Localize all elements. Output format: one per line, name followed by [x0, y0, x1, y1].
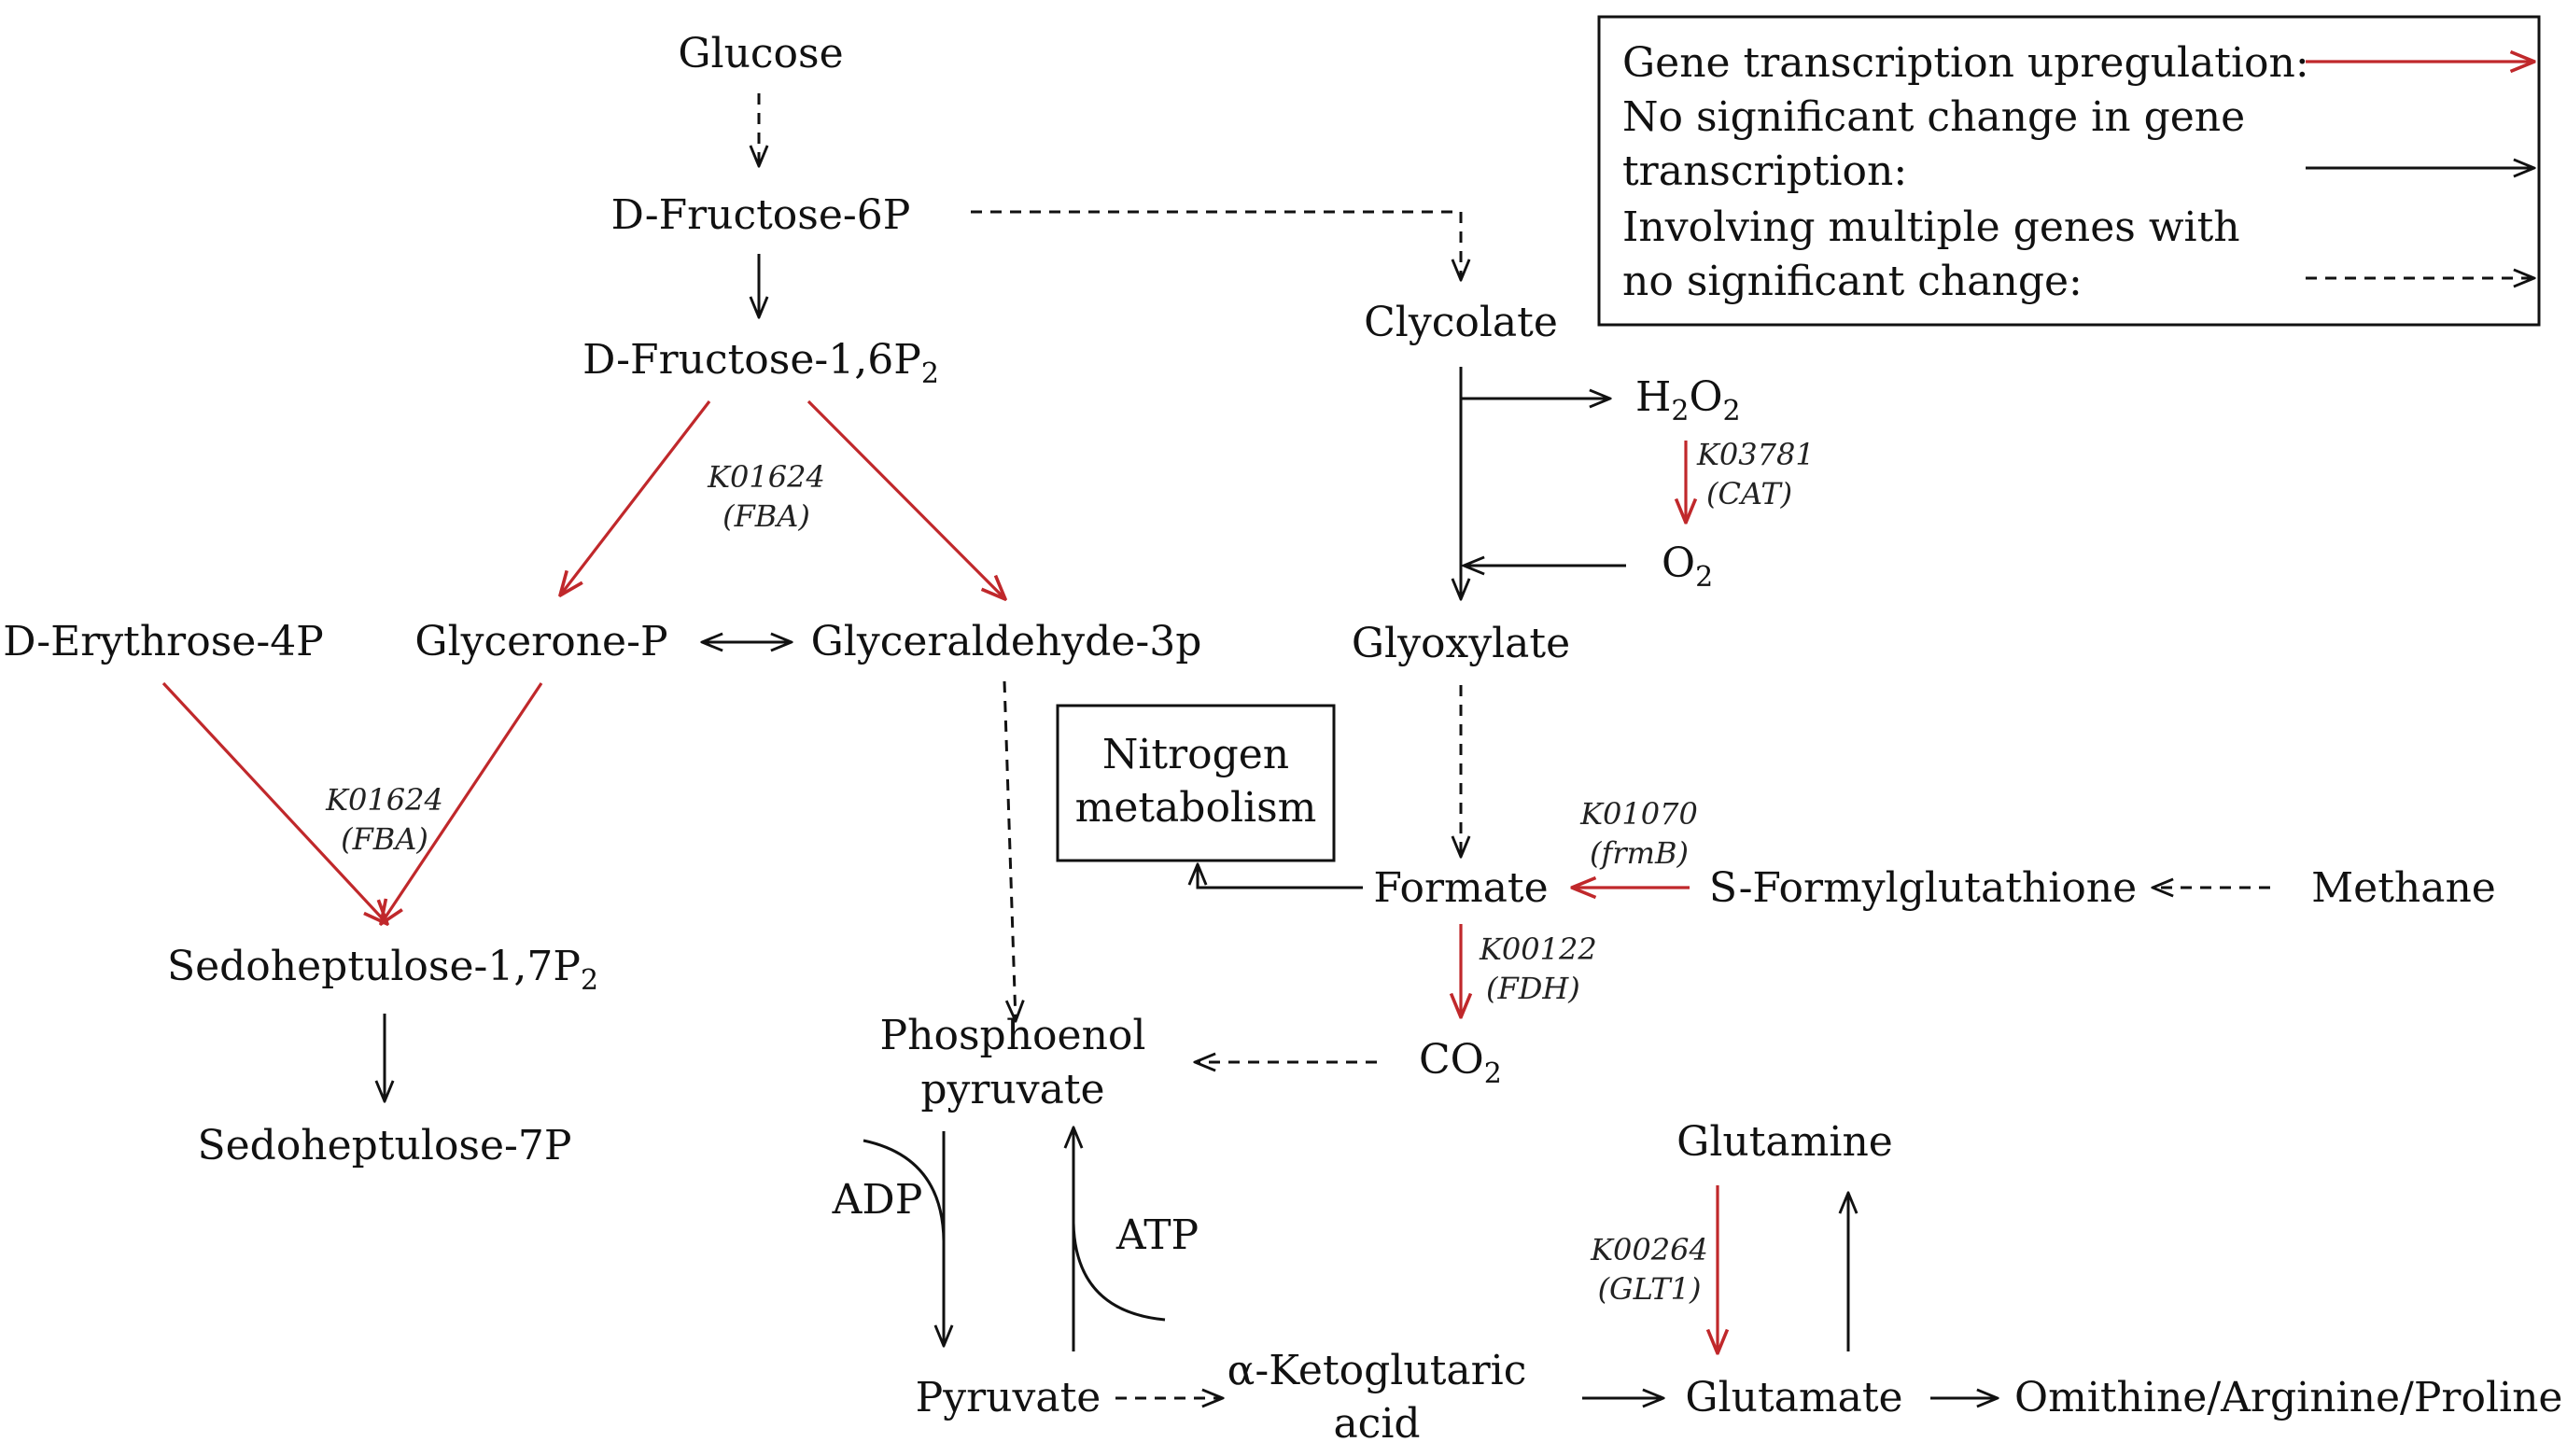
- node-s-formylglutathione: S-Formylglutathione: [1709, 864, 2137, 912]
- node-pep-line1: Phosphoenol: [880, 1012, 1146, 1059]
- node-glycerone-p: Glycerone-P: [414, 618, 667, 665]
- node-sedoheptulose-17p2: Sedoheptulose-1,7P2: [167, 943, 598, 997]
- node-glucose: Glucose: [678, 30, 843, 77]
- node-glutamate: Glutamate: [1685, 1374, 1902, 1421]
- node-glutamine: Glutamine: [1676, 1118, 1893, 1166]
- node-fructose-16p2-sub: 2: [921, 357, 939, 390]
- node-erythrose-4p: D-Erythrose-4P: [3, 618, 324, 665]
- node-h2o2-sub-a: 2: [1671, 395, 1689, 427]
- node-formate: Formate: [1373, 864, 1548, 912]
- enzyme-frmb-name: (frmB): [1590, 835, 1689, 871]
- enzyme-fdh-name: (FDH): [1486, 971, 1580, 1006]
- enzyme-fdh-code: K00122: [1479, 931, 1597, 967]
- node-glyceraldehyde-3p: Glyceraldehyde-3p: [811, 618, 1202, 665]
- node-adp: ADP: [832, 1176, 923, 1224]
- node-fructose-16p2-main: D-Fructose-1,6P: [582, 336, 921, 384]
- atp-cofactor-arc: [1072, 1222, 1166, 1322]
- node-glyoxylate: Glyoxylate: [1352, 620, 1570, 667]
- formate-branch: Nitrogen metabolism Formate K01070 (frmB…: [1056, 704, 2496, 1090]
- node-h2o2-h: H: [1635, 373, 1671, 421]
- node-pyruvate: Pyruvate: [916, 1374, 1101, 1421]
- node-co2: CO2: [1419, 1036, 1502, 1090]
- node-fructose-16p2: D-Fructose-1,6P2: [582, 336, 939, 390]
- enzyme-cat-name: (CAT): [1706, 476, 1792, 511]
- legend-no-change-label-line1: No significant change in gene: [1622, 93, 2245, 141]
- legend-multiple-label-line2: no significant change:: [1622, 258, 2083, 305]
- node-sedoheptulose-17p2-main: Sedoheptulose-1,7P: [167, 943, 581, 990]
- arrow-glyceraldehyde3p-to-pep: [1003, 680, 1016, 1021]
- enzyme-fba-top-name: (FBA): [722, 498, 810, 534]
- legend-box: [1597, 15, 2541, 327]
- glycolysis-branch: Glucose D-Fructose-6P D-Fructose-1,6P2 K…: [3, 30, 1201, 1169]
- node-h2o2: H2O2: [1635, 373, 1741, 427]
- arrow-erythrose4p-to-sedoheptulose17p2: [161, 681, 387, 924]
- enzyme-fba-top-code: K01624: [707, 459, 825, 495]
- legend-multiple-label-line1: Involving multiple genes with: [1622, 203, 2240, 251]
- enzyme-frmb-code: K01070: [1579, 796, 1698, 832]
- node-o2: O2: [1662, 539, 1713, 594]
- node-o2-sub: 2: [1695, 561, 1713, 594]
- enzyme-fba-bottom-name: (FBA): [341, 821, 428, 857]
- enzyme-glt1-name: (GLT1): [1598, 1271, 1702, 1307]
- arrow-formate-to-nitrogen-metabolism: [1198, 864, 1363, 889]
- node-akg-line2: acid: [1333, 1400, 1420, 1448]
- legend: Gene transcription upregulation: No sign…: [1597, 15, 2541, 327]
- glycolate-branch: Clycolate H2O2 K03781 (CAT) O2 Glyoxylat…: [971, 210, 1815, 857]
- nitrogen-metabolism-label-line2: metabolism: [1075, 784, 1317, 832]
- node-atp: ATP: [1115, 1211, 1199, 1259]
- node-fructose-6p: D-Fructose-6P: [611, 191, 911, 239]
- arrow-fructose16p2-to-glyceraldehyde3p: [807, 399, 1005, 599]
- node-o2-o: O: [1662, 539, 1695, 587]
- node-clycolate: Clycolate: [1364, 299, 1558, 346]
- pyruvate-branch: Phosphoenol pyruvate ADP ATP Pyruvate α-…: [832, 1012, 2563, 1448]
- arrow-fructose6p-to-clycolate: [971, 210, 1461, 280]
- nitrogen-metabolism-box[interactable]: [1056, 704, 1336, 862]
- enzyme-fba-bottom-code: K01624: [325, 782, 443, 818]
- node-h2o2-sub-b: 2: [1723, 395, 1741, 427]
- node-omithine-arginine-proline: Omithine/Arginine/Proline: [2014, 1374, 2562, 1421]
- node-co2-co: CO: [1419, 1036, 1484, 1084]
- nitrogen-metabolism-label-line1: Nitrogen: [1102, 731, 1289, 778]
- arrow-fructose16p2-to-glycerone-p: [560, 400, 711, 595]
- legend-upregulation-label: Gene transcription upregulation:: [1622, 39, 2309, 87]
- arrow-glycerone-p-to-sedoheptulose17p2: [381, 682, 543, 924]
- node-co2-sub: 2: [1484, 1057, 1502, 1090]
- enzyme-cat-code: K03781: [1696, 437, 1815, 472]
- adp-cofactor-arc: [863, 1139, 946, 1242]
- node-akg-line1: α-Ketoglutaric: [1227, 1347, 1527, 1394]
- enzyme-glt1-code: K00264: [1590, 1232, 1708, 1267]
- legend-no-change-label-line2: transcription:: [1622, 147, 1907, 195]
- node-sedoheptulose-7p: Sedoheptulose-7P: [197, 1122, 571, 1169]
- node-pep-line2: pyruvate: [920, 1066, 1104, 1113]
- node-sedoheptulose-17p2-sub: 2: [581, 964, 598, 997]
- node-methane: Methane: [2311, 864, 2496, 912]
- node-h2o2-o: O: [1689, 373, 1722, 421]
